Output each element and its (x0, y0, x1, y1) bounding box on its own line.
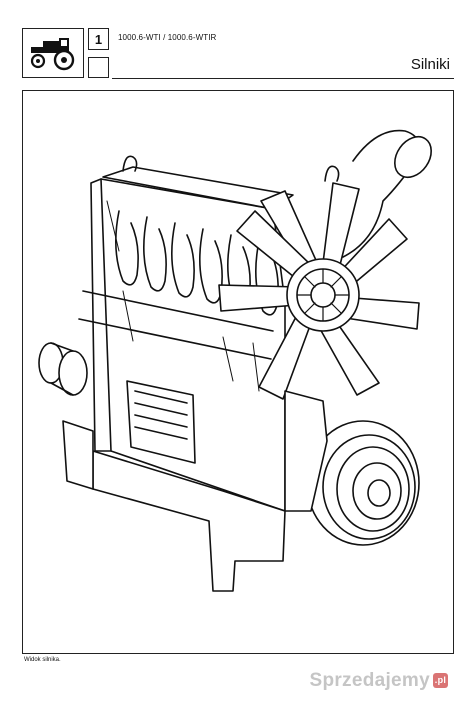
tractor-icon (30, 38, 75, 71)
figure-caption: Widok silnika. (24, 657, 61, 663)
model-code: 1000.6-WTI / 1000.6-WTIR (118, 33, 217, 42)
page-title: Silniki (410, 56, 450, 73)
header-rule (112, 78, 454, 79)
engine-illustration (38, 129, 432, 592)
watermark-text: Sprzedajemy (309, 670, 430, 691)
engine-figure-frame (22, 90, 454, 654)
section-number-text: 1 (94, 31, 103, 47)
watermark-badge: .pl (433, 673, 448, 689)
tractor-logo-box (22, 28, 84, 78)
section-number: 1 (88, 28, 109, 50)
watermark: Sprzedajemy.pl (309, 670, 448, 692)
blank-box (88, 57, 109, 78)
